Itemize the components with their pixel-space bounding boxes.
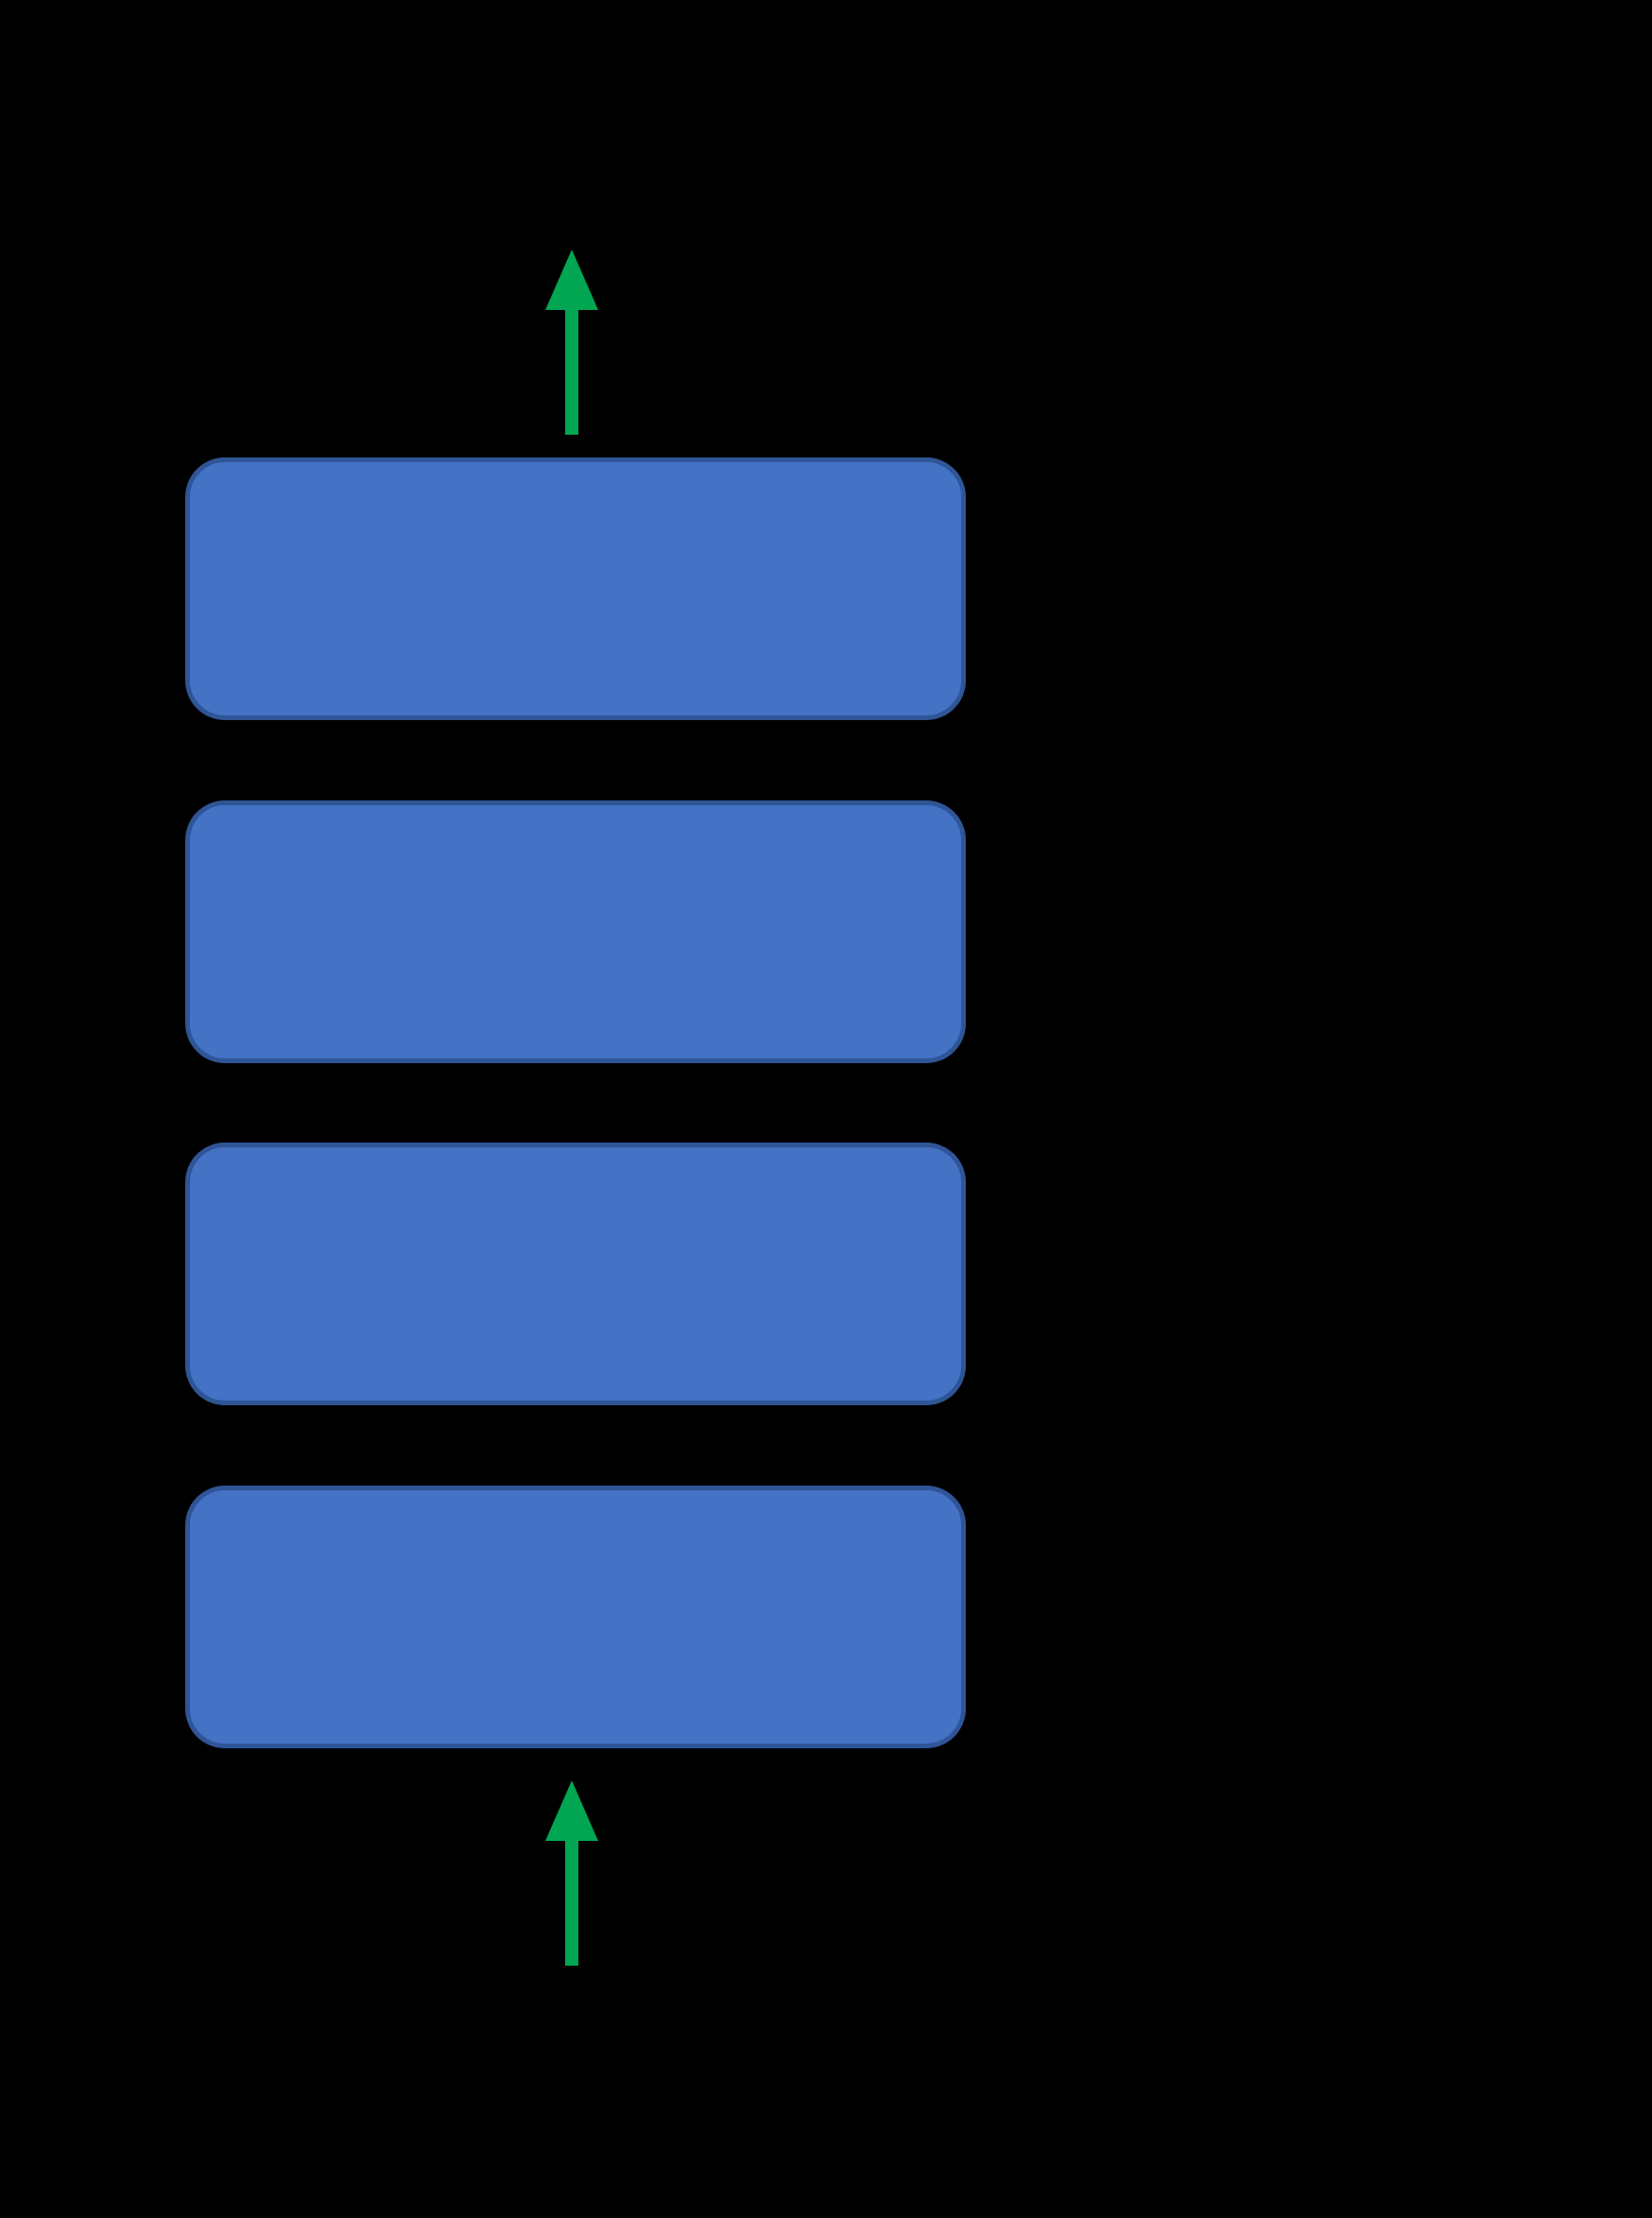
- layer-block-bottom[interactable]: [185, 1485, 966, 1748]
- layer-block-top[interactable]: [185, 457, 966, 720]
- output-arrow-up-icon: [539, 249, 605, 435]
- layer-block-upper-middle[interactable]: [185, 800, 966, 1063]
- layer-block-lower-middle[interactable]: [185, 1143, 966, 1406]
- input-arrow-up-icon: [539, 1780, 605, 1966]
- layer-stack: [185, 457, 966, 1748]
